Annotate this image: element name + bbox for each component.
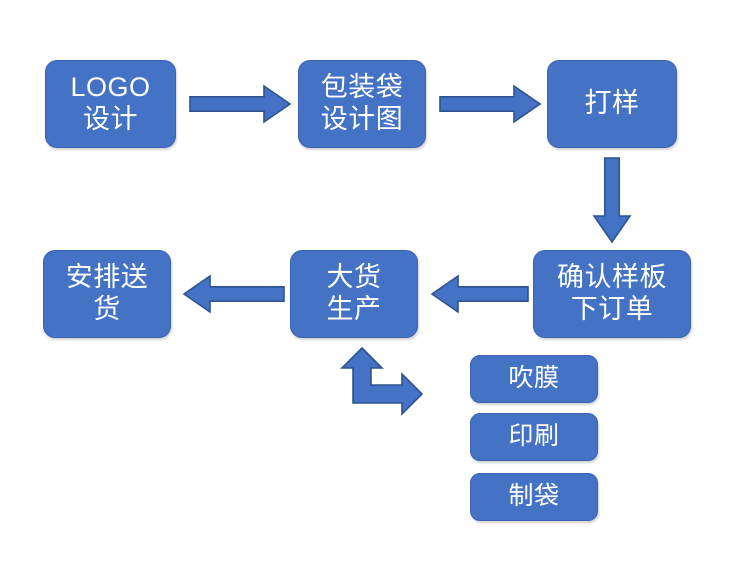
node-label-confirm-order: 确认样板 下订单 (557, 262, 667, 324)
node-label-bulk-production: 大货 生产 (326, 262, 382, 324)
arrow-production-to-delivery (182, 274, 285, 314)
node-label-printing: 印刷 (508, 422, 560, 451)
node-bulk-production[interactable]: 大货 生产 (290, 250, 418, 338)
node-bag-making[interactable]: 制袋 (470, 473, 598, 521)
node-label-logo-design: LOGO 设计 (70, 72, 151, 134)
node-film-blowing[interactable]: 吹膜 (470, 355, 598, 403)
node-logo-design[interactable]: LOGO 设计 (45, 60, 176, 148)
node-confirm-order[interactable]: 确认样板 下订单 (533, 250, 691, 338)
node-label-bag-making: 制袋 (508, 482, 560, 511)
node-arrange-delivery[interactable]: 安排送 货 (43, 250, 171, 338)
arrow-bag-design-to-proofing (439, 84, 542, 124)
node-label-arrange-delivery: 安排送 货 (65, 262, 149, 324)
node-label-bag-design-draft: 包装袋 设计图 (320, 72, 404, 134)
arrow-substeps-to-production (334, 346, 424, 416)
arrow-logo-to-bag-design (189, 84, 292, 124)
node-label-film-blowing: 吹膜 (508, 364, 560, 393)
node-bag-design-draft[interactable]: 包装袋 设计图 (298, 60, 426, 148)
node-printing[interactable]: 印刷 (470, 413, 598, 461)
node-label-proofing: 打样 (584, 88, 640, 119)
arrow-confirm-to-production (430, 274, 529, 314)
node-proofing[interactable]: 打样 (547, 60, 677, 148)
arrow-proofing-to-confirm (592, 157, 632, 244)
